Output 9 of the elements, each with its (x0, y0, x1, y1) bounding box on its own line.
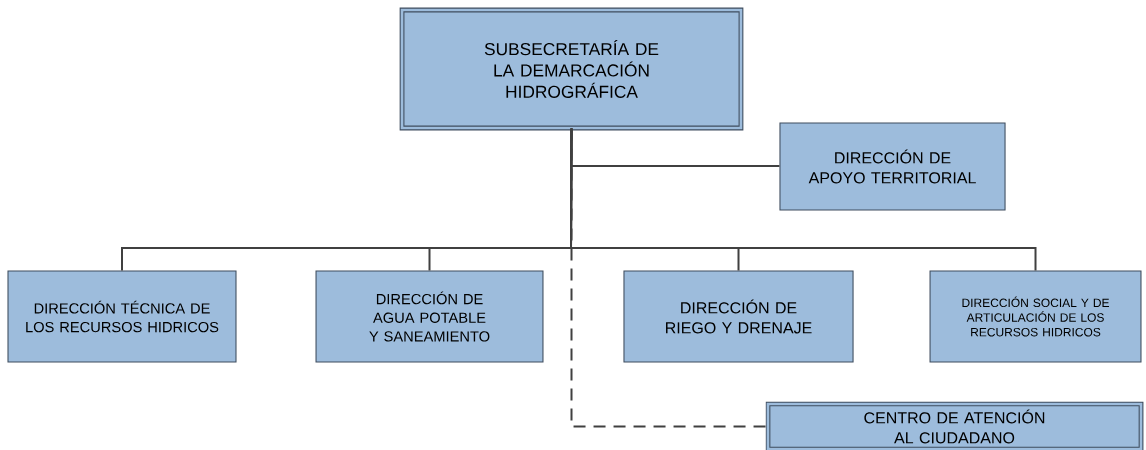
connector-line (570, 127, 1037, 272)
dashed-connector (570, 127, 769, 428)
org-box: DIRECCIÓN DE AGUA POTABLE Y SANEAMIENTO (315, 270, 544, 363)
org-box: DIRECCIÓN DE RIEGO Y DRENAJE (623, 270, 854, 363)
org-box: SUBSECRETARÍA DE LA DEMARCACIÓN HIDROGRÁFICA (399, 7, 744, 131)
org-box: DIRECCIÓN SOCIAL Y DE ARTICULACIÓN DE LOS RECURSOS HIDRICOS (929, 270, 1142, 363)
org-box: DIRECCIÓN TÉCNICA DE LOS RECURSOS HIDRICOS (7, 270, 237, 363)
org-box: DIRECCIÓN DE APOYO TERRITORIAL (779, 122, 1006, 211)
org-box: CENTRO DE ATENCIÓN AL CIUDADANO (765, 401, 1144, 450)
